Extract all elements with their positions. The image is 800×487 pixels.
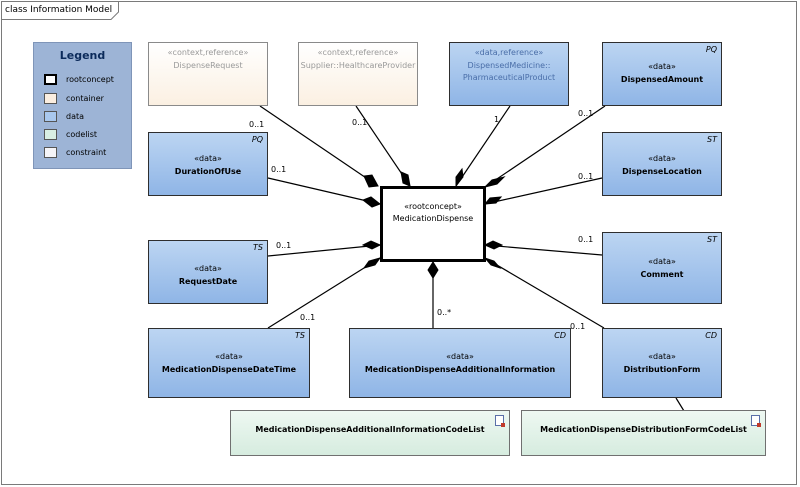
legend-swatch <box>44 129 57 140</box>
class-name: DurationOfUse <box>174 167 242 176</box>
diagram-title: class Information Model <box>5 5 113 15</box>
stereotype: «context,reference» <box>317 48 399 57</box>
class-name: MedicationDispenseDistributionFormCodeLi… <box>540 425 747 434</box>
aggregation-diamond-comment <box>483 240 504 250</box>
frame-tab-outline <box>1 1 119 20</box>
legend-label: container <box>66 94 104 103</box>
aggregation-diamond-duration-of-use <box>361 196 382 208</box>
class-dispense-location[interactable]: ST «data» DispenseLocation <box>602 132 722 196</box>
multiplicity-dispense-request: 0..1 <box>249 120 265 129</box>
class-distribution-form-codelist[interactable]: MedicationDispenseDistributionFormCodeLi… <box>521 410 766 456</box>
legend: Legend rootconcept container data codeli… <box>33 42 132 169</box>
class-additional-information[interactable]: CD «data» MedicationDispenseAdditionalIn… <box>349 328 571 398</box>
class-name: DispensedMedicine:: <box>467 61 551 70</box>
class-request-date[interactable]: TS «data» RequestDate <box>148 240 268 304</box>
class-name: DispenseRequest <box>173 61 243 70</box>
multiplicity-dispense-location: 0..1 <box>578 172 594 181</box>
stereotype: «data» <box>648 257 676 266</box>
class-supplier-healthcare-provider[interactable]: «context,reference» Supplier::Healthcare… <box>298 42 418 106</box>
datatype-tag: CD <box>705 331 717 340</box>
legend-label: rootconcept <box>66 75 114 84</box>
datatype-tag: TS <box>295 331 305 340</box>
link-dispensed-amount <box>484 105 606 188</box>
class-name-line2: PharmaceuticalProduct <box>462 73 556 82</box>
stereotype: «data» <box>648 352 676 361</box>
class-name: DistributionForm <box>623 365 701 374</box>
class-dispensed-medicine[interactable]: «data,reference» DispensedMedicine:: Pha… <box>449 42 569 106</box>
aggregation-diamond-dispense-location <box>483 196 503 205</box>
stereotype: «data» <box>648 154 676 163</box>
link-dispense-datetime <box>267 257 381 329</box>
legend-title: Legend <box>59 49 106 62</box>
multiplicity-comment: 0..1 <box>578 235 594 244</box>
legend-swatch <box>44 93 57 104</box>
legend-label: constraint <box>66 148 107 157</box>
datatype-tag: TS <box>253 243 263 252</box>
link-distribution-form-codelist <box>675 397 685 412</box>
class-name: DispensedAmount <box>620 75 704 84</box>
class-name: MedicationDispenseAdditionalInformationC… <box>255 425 485 434</box>
stereotype: «data,reference» <box>474 48 544 57</box>
link-duration-of-use <box>267 177 381 205</box>
class-medication-dispense-datetime[interactable]: TS «data» MedicationDispenseDateTime <box>148 328 310 398</box>
multiplicity-distribution-form: 0..1 <box>570 322 586 331</box>
link-dispense-location <box>484 177 603 205</box>
legend-label: codelist <box>66 130 98 139</box>
aggregation-diamond-request-date <box>361 240 382 250</box>
aggregation-diamond-supplier <box>400 171 411 187</box>
stereotype: «data» <box>446 352 474 361</box>
aggregation-diamond-additional-info <box>427 261 439 279</box>
class-dispensed-amount[interactable]: PQ «data» DispensedAmount <box>602 42 722 106</box>
class-name: Comment <box>640 270 684 279</box>
class-duration-of-use[interactable]: PQ «data» DurationOfUse <box>148 132 268 196</box>
datatype-tag: PQ <box>705 45 717 54</box>
legend-swatch <box>44 111 57 122</box>
stereotype: «data» <box>215 352 243 361</box>
class-medication-dispense-root[interactable]: «rootconcept» MedicationDispense <box>380 186 486 262</box>
document-icon <box>751 415 761 427</box>
link-distribution-form <box>484 257 605 329</box>
datatype-tag: ST <box>707 135 717 144</box>
aggregation-diamond-dispensed-medicine <box>455 167 464 188</box>
class-name: Supplier::HealthcareProvider <box>300 61 416 70</box>
class-name: DispenseLocation <box>622 167 702 176</box>
aggregation-diamond-dispense-request <box>363 174 379 188</box>
datatype-tag: PQ <box>251 135 263 144</box>
link-request-date <box>267 244 381 257</box>
class-comment[interactable]: ST «data» Comment <box>602 232 722 304</box>
class-dispense-request[interactable]: «context,reference» DispenseRequest <box>148 42 268 106</box>
link-comment <box>484 244 603 256</box>
aggregation-diamond-dispensed-amount <box>483 176 506 188</box>
class-name: MedicationDispenseDateTime <box>161 365 297 374</box>
legend-label: data <box>66 112 85 121</box>
multiplicity-dispense-datetime: 0..1 <box>300 313 316 322</box>
class-distribution-form[interactable]: CD «data» DistributionForm <box>602 328 722 398</box>
stereotype: «context,reference» <box>167 48 249 57</box>
multiplicity-supplier: 0..1 <box>352 118 368 127</box>
legend-swatch <box>44 74 57 85</box>
multiplicity-duration-of-use: 0..1 <box>271 165 287 174</box>
multiplicity-dispensed-medicine: 1 <box>494 115 500 124</box>
datatype-tag: ST <box>707 235 717 244</box>
stereotype: «data» <box>194 264 222 273</box>
class-name: RequestDate <box>178 277 238 286</box>
aggregation-diamond-dispense-datetime <box>362 257 382 269</box>
link-dispensed-medicine <box>455 105 511 187</box>
stereotype: «data» <box>194 154 222 163</box>
class-name: MedicationDispense <box>392 214 474 223</box>
link-dispense-request <box>259 105 379 187</box>
stereotype: «data» <box>648 62 676 71</box>
document-icon <box>495 415 505 427</box>
multiplicity-dispensed-amount: 0..1 <box>578 109 594 118</box>
multiplicity-request-date: 0..1 <box>276 241 292 250</box>
class-additional-information-codelist[interactable]: MedicationDispenseAdditionalInformationC… <box>230 410 510 456</box>
datatype-tag: CD <box>554 331 566 340</box>
stereotype: «rootconcept» <box>404 202 462 211</box>
class-name: MedicationDispenseAdditionalInformation <box>364 365 556 374</box>
diagram-frame-tab: class Information Model <box>1 1 119 20</box>
aggregation-diamond-distribution-form <box>483 256 502 270</box>
multiplicity-additional-info: 0..* <box>437 308 452 317</box>
legend-swatch <box>44 147 57 158</box>
